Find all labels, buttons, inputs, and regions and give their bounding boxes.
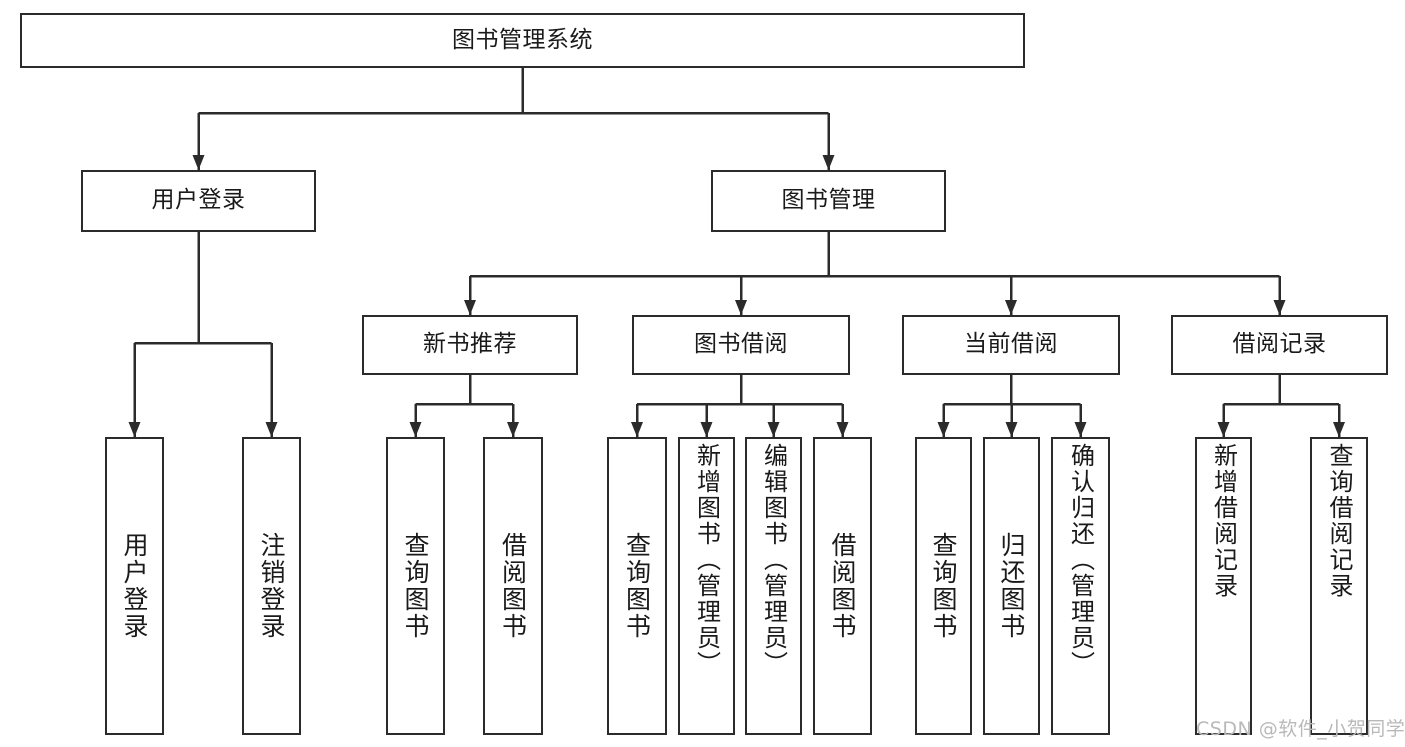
node-user-login: 用户登录 [81,170,316,232]
node-label: 借阅记录 [1232,331,1327,358]
node-book-mgmt: 图书管理 [711,170,946,232]
node-leaf-borrow-book-1: 借阅图书 [483,437,543,735]
node-leaf-edit-book: 编辑图书（管理员） [745,437,802,735]
node-leaf-add-book: 新增图书（管理员） [678,437,735,735]
node-label: 编辑图书（管理员） [759,443,788,677]
node-leaf-query-book-3: 查询图书 [915,437,972,735]
node-label: 注销登录 [257,532,286,640]
node-leaf-query-record: 查询借阅记录 [1310,437,1368,735]
node-label: 归还图书 [997,532,1026,640]
node-label: 查询图书 [929,532,958,640]
node-label: 图书管理 [781,187,876,214]
node-leaf-return-book: 归还图书 [983,437,1040,735]
node-leaf-add-record: 新增借阅记录 [1195,437,1252,735]
node-leaf-query-book-1: 查询图书 [386,437,445,735]
node-leaf-logout: 注销登录 [242,437,301,735]
node-label: 图书管理系统 [452,26,593,53]
watermark: CSDN @软件_小贺同学 [1196,718,1405,740]
node-new-book-rec: 新书推荐 [362,315,578,375]
node-leaf-user-login: 用户登录 [105,437,164,735]
node-label: 查询图书 [622,532,652,640]
node-current-borrow: 当前借阅 [902,315,1120,375]
node-book-borrow: 图书借阅 [632,315,850,375]
node-label: 借阅图书 [498,532,528,640]
node-label: 用户登录 [120,532,149,640]
node-root: 图书管理系统 [20,13,1025,68]
node-label: 用户登录 [151,187,246,214]
node-borrow-record: 借阅记录 [1171,315,1388,375]
node-label: 新增图书（管理员） [692,443,721,677]
node-label: 新书推荐 [423,331,517,358]
node-label: 查询借阅记录 [1325,443,1353,599]
node-label: 查询图书 [401,532,430,640]
node-label: 当前借阅 [964,331,1058,358]
node-label: 新增借阅记录 [1209,443,1238,599]
node-label: 确认归还（管理员） [1066,443,1095,677]
node-leaf-confirm-ret: 确认归还（管理员） [1051,437,1110,735]
node-leaf-query-book-2: 查询图书 [607,437,667,735]
node-label: 借阅图书 [828,532,857,640]
node-leaf-borrow-book-2: 借阅图书 [813,437,872,735]
node-label: 图书借阅 [694,331,788,358]
